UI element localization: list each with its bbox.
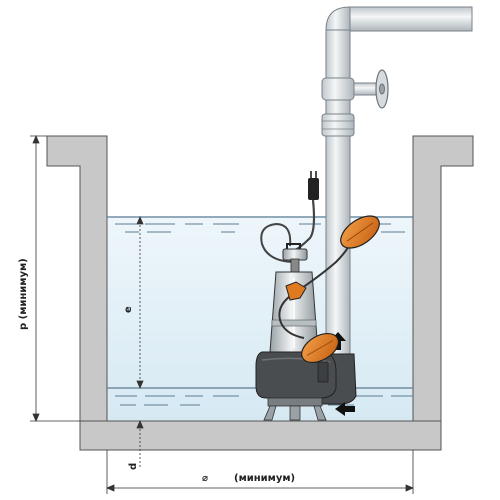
pump-stand: [267, 397, 323, 407]
flow-in-arrow-icon: [335, 402, 355, 416]
pump-label-band: [271, 319, 317, 327]
submersible-pump: [255, 243, 337, 421]
gate-valve-stem: [353, 82, 377, 96]
sump-pit: [46, 135, 474, 451]
pit-floor: [79, 420, 442, 451]
dimensions: [30, 134, 415, 494]
float-clamp: [285, 281, 307, 301]
pump-top-cap: [282, 248, 308, 261]
upper-float-switch: [340, 215, 380, 249]
plug-body-icon: [308, 178, 319, 200]
discharge-pipe-mid: [325, 99, 351, 115]
pump-leg-right: [313, 405, 327, 421]
p-dimension-label: p (минимум): [18, 258, 29, 330]
pit-left-wall: [46, 135, 108, 422]
discharge-pipe-upper: [325, 29, 351, 86]
diameter-symbol: ⌀: [202, 473, 208, 484]
pump-leg-left: [263, 405, 277, 421]
water-body: [80, 216, 413, 421]
gate-valve-body: [321, 77, 355, 101]
handwheel-hub-icon: [379, 83, 385, 95]
float-switches: [278, 215, 380, 364]
pump-handle: [286, 243, 301, 250]
pipe-coupling: [321, 113, 355, 137]
lower-float-cable: [278, 291, 305, 339]
float-cable-loop: [260, 222, 297, 263]
diameter-label: (минимум): [234, 473, 295, 484]
d-dimension-label: d: [128, 463, 139, 470]
discharge-pipe-horizontal: [349, 6, 473, 32]
e-dimension-label: e: [123, 306, 134, 313]
pit-right-wall: [412, 135, 474, 422]
pump-outlet: [317, 361, 329, 383]
pit-inner-outline: [106, 136, 414, 422]
cable-gland: [290, 258, 300, 274]
lower-float-switch: [301, 332, 339, 364]
